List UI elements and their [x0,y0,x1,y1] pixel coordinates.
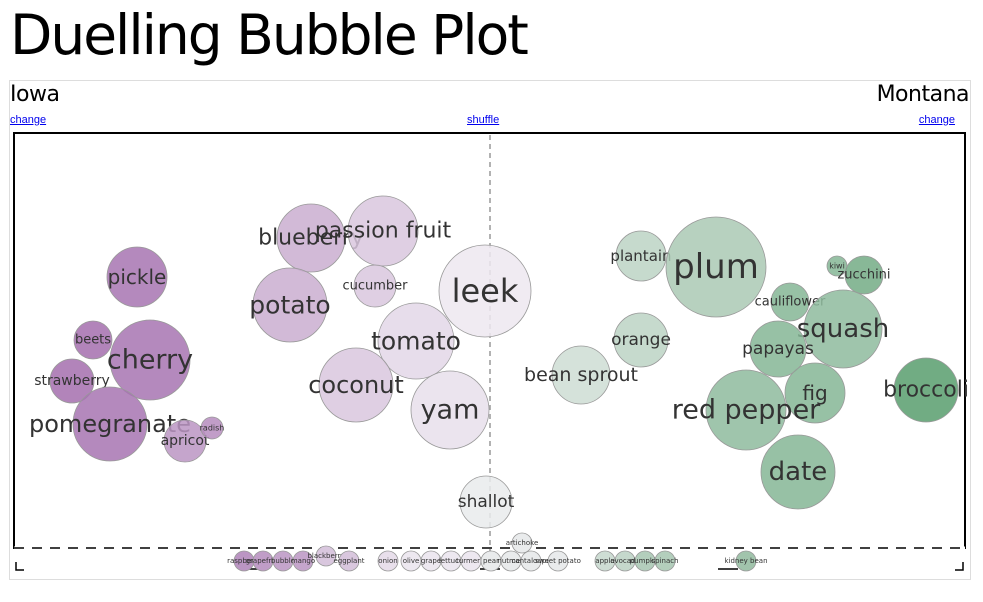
undecided-bubble-grape[interactable]: grape [420,550,442,572]
bubble-circle[interactable] [200,416,224,440]
undecided-circle[interactable] [377,550,399,572]
bubble-pickle[interactable]: pickle [106,246,168,308]
undecided-bubble-sweet-potato[interactable]: sweet potato [535,550,581,572]
right-state-label: Montana [876,82,970,107]
bubbles-layer: picklebeetscherrystrawberrypomegranateap… [29,195,969,572]
undecided-bubble-pear[interactable]: pear [480,550,502,572]
left-state-label: Iowa [10,82,60,107]
undecided-bubble-onion[interactable]: onion [377,550,399,572]
undecided-circle[interactable] [480,550,502,572]
bubble-circle[interactable] [49,358,95,404]
bubble-circle[interactable] [106,246,168,308]
bubble-circle[interactable] [784,362,846,424]
bubble-circle[interactable] [826,255,848,277]
bubble-blueberry[interactable]: blueberry [258,203,364,273]
undecided-circle[interactable] [511,532,533,554]
bubble-circle[interactable] [459,475,513,529]
bubble-circle[interactable] [893,357,959,423]
bubble-circle[interactable] [615,230,667,282]
undecided-bubble-artichoke[interactable]: artichoke [506,532,539,554]
bubble-circle[interactable] [705,369,787,451]
bubble-kiwi[interactable]: kiwi [826,255,848,277]
bubble-circle[interactable] [73,320,113,360]
corner-bracket-right [955,562,964,571]
undecided-circle[interactable] [420,550,442,572]
bubble-shallot[interactable]: shallot [458,475,515,529]
undecided-circle[interactable] [654,550,676,572]
right-change-link[interactable]: change [918,114,955,126]
bubble-circle[interactable] [438,244,532,338]
undecided-circle[interactable] [735,550,757,572]
undecided-bubble-bubble[interactable]: bubble [271,550,295,572]
plot-axes [13,132,966,571]
bubble-circle[interactable] [844,255,884,295]
undecided-circle[interactable] [500,550,522,572]
undecided-circle[interactable] [315,545,337,567]
bubble-fig[interactable]: fig [784,362,846,424]
undecided-circle[interactable] [547,550,569,572]
bubble-yam[interactable]: yam [410,370,490,450]
bubble-orange[interactable]: orange [611,312,671,368]
undecided-bubble-kidney-bean[interactable]: kidney bean [724,550,768,572]
undecided-bubble-apple[interactable]: apple [594,550,616,572]
bubble-circle[interactable] [749,320,807,378]
shuffle-link[interactable]: shuffle [467,114,500,126]
bubble-broccoli[interactable]: broccoli [883,357,969,423]
undecided-bubble-mango[interactable]: mango [291,550,315,572]
bubble-circle[interactable] [163,419,207,463]
bubble-circle[interactable] [770,282,810,322]
undecided-circle[interactable] [292,550,314,572]
bubble-potato[interactable]: potato [249,267,331,343]
bubble-circle[interactable] [109,319,191,401]
bubble-circle[interactable] [803,289,883,369]
left-change-link[interactable]: change [10,114,47,126]
undecided-circle[interactable] [338,550,360,572]
undecided-circle[interactable] [233,550,255,572]
bubble-date[interactable]: date [760,434,836,510]
undecided-circle[interactable] [594,550,616,572]
bubble-circle[interactable] [551,345,611,405]
bubble-circle[interactable] [252,267,328,343]
undecided-bubble-nutmeg[interactable]: nutmeg [497,550,525,572]
corner-bracket-left [15,562,24,571]
bubble-circle[interactable] [276,203,346,273]
bubble-circle[interactable] [760,434,836,510]
undecided-circle[interactable] [520,550,542,572]
bubble-leek[interactable]: leek [438,244,532,338]
undecided-circle[interactable] [252,550,274,572]
bubble-circle[interactable] [377,302,455,380]
bubble-circle[interactable] [353,264,397,308]
undecided-circle[interactable] [460,550,482,572]
page-title: Duelling Bubble Plot [10,3,529,67]
bubble-circle[interactable] [613,312,669,368]
bubble-circle[interactable] [410,370,490,450]
bubble-circle[interactable] [318,347,394,423]
bubble-squash[interactable]: squash [797,289,890,369]
undecided-circle[interactable] [400,550,422,572]
plot-frame [9,80,971,580]
undecided-circle[interactable] [440,550,462,572]
undecided-circle[interactable] [272,550,294,572]
bubble-plantain[interactable]: plantain [610,230,672,282]
bubble-circle[interactable] [72,386,148,462]
undecided-circle[interactable] [614,550,636,572]
bubble-cucumber[interactable]: cucumber [342,264,408,308]
bubble-plum[interactable]: plum [665,216,767,318]
undecided-circle[interactable] [634,550,656,572]
bubble-circle[interactable] [347,195,419,267]
undecided-bubble-eggplant[interactable]: eggplant [333,550,365,572]
undecided-bubble-spinach[interactable]: spinach [651,550,679,572]
undecided-bubble-olive[interactable]: olive [400,550,422,572]
bubble-circle[interactable] [665,216,767,318]
undecided-bubble-lettuce[interactable]: lettuce [439,550,463,572]
bubble-beets[interactable]: beets [73,320,113,360]
